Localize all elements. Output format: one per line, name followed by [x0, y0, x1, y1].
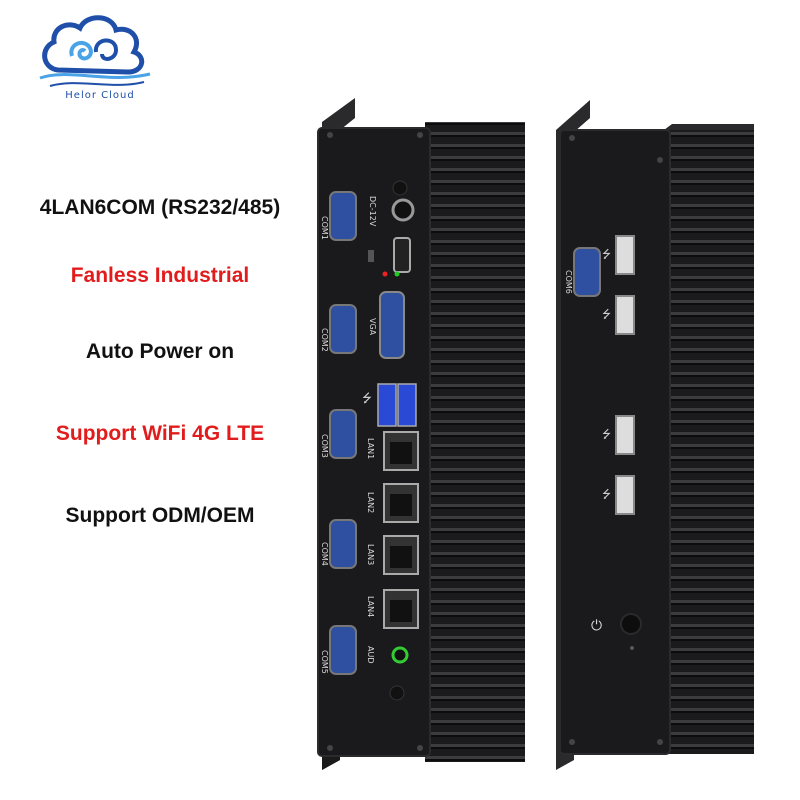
lan2-port: LAN2 [366, 483, 419, 523]
lan1-port: LAN1 [366, 431, 419, 471]
feature-text: 4LAN6COM (RS232/485) [39, 196, 281, 219]
com1-label: COM1 [320, 216, 329, 240]
feature-text: Auto Power on [85, 340, 235, 363]
lan4-label: LAN4 [366, 596, 375, 617]
lan3-label: LAN3 [366, 544, 375, 565]
feature-text: Fanless Industrial [70, 264, 250, 287]
com4-port: COM4 [320, 519, 357, 569]
dc-label: DC-12V [368, 196, 377, 227]
audio-jack [391, 646, 409, 664]
dc-power-jack [391, 198, 415, 222]
com1-port: COM1 [320, 191, 357, 241]
feature-text: Support ODM/OEM [65, 504, 255, 527]
antenna-hole [392, 180, 408, 196]
usb3-port [377, 383, 397, 427]
rear-unit: COM6 ⭍ ⭍ ⭍ ⭍ ⏻ [556, 100, 754, 770]
com3-port: COM3 [320, 409, 357, 459]
lan2-label: LAN2 [366, 492, 375, 513]
brand-logo: Helor Cloud [28, 8, 160, 108]
svg-text:COM5: COM5 [320, 650, 329, 674]
heatsink-fins [425, 122, 525, 762]
lan1-label: LAN1 [366, 438, 375, 459]
com2-label: COM2 [320, 328, 329, 352]
vga-port [379, 291, 405, 359]
svg-text:COM1: COM1 [320, 216, 329, 240]
brand-name: Helor Cloud [65, 90, 135, 101]
svg-text:COM3: COM3 [320, 434, 329, 458]
front-unit: COM1 COM2 COM3 COM4 COM5 [317, 98, 525, 770]
svg-text:COM4: COM4 [320, 542, 329, 566]
cloud-swirl-icon [39, 15, 151, 87]
usb2-port [615, 475, 635, 515]
aud-label: AUD [366, 646, 375, 664]
lan3-port: LAN3 [366, 535, 419, 575]
power-icon: ⏻ [591, 618, 602, 634]
com6-port: COM6 [564, 247, 601, 297]
hdmi-port [393, 237, 411, 273]
usb3-port [397, 383, 417, 427]
com5-label: COM5 [320, 650, 329, 674]
svg-text:COM2: COM2 [320, 328, 329, 352]
usb-icon: ⭍ [362, 391, 372, 405]
heatsink-fins [664, 130, 754, 754]
svg-text:COM6: COM6 [564, 270, 573, 294]
svg-text:LAN4: LAN4 [366, 596, 375, 617]
com2-port: COM2 [320, 304, 357, 354]
feature-item: Support WiFi 4G LTE [10, 422, 310, 446]
usb-icon: ⭍ [602, 308, 611, 321]
feature-item: 4LAN6COM (RS232/485) [10, 196, 310, 220]
com5-port: COM5 [320, 625, 357, 675]
feature-text: Support WiFi 4G LTE [55, 422, 265, 445]
reset-hole [630, 646, 634, 650]
power-led [382, 271, 388, 277]
lan4-port: LAN4 [366, 589, 419, 629]
com6-label: COM6 [564, 270, 573, 294]
power-button[interactable] [620, 613, 642, 635]
micro-usb-port [368, 250, 374, 262]
usb-icon: ⭍ [602, 428, 611, 441]
usb-icon: ⭍ [602, 248, 611, 261]
antenna-hole [389, 685, 405, 701]
vga-label: VGA [368, 318, 377, 336]
com4-label: COM4 [320, 542, 329, 566]
usb2-port [615, 415, 635, 455]
feature-item: Fanless Industrial [10, 264, 310, 288]
usb-icon: ⭍ [602, 488, 611, 501]
usb2-port [615, 295, 635, 335]
svg-text:LAN3: LAN3 [366, 544, 375, 565]
feature-item: Auto Power on [10, 340, 310, 364]
usb2-port [615, 235, 635, 275]
svg-text:LAN2: LAN2 [366, 492, 375, 513]
svg-text:DC-12V: DC-12V [368, 196, 377, 227]
svg-text:AUD: AUD [366, 646, 375, 664]
status-led [394, 271, 400, 277]
com3-label: COM3 [320, 434, 329, 458]
svg-text:VGA: VGA [368, 318, 377, 336]
feature-item: Support ODM/OEM [10, 504, 310, 528]
svg-text:LAN1: LAN1 [366, 438, 375, 459]
